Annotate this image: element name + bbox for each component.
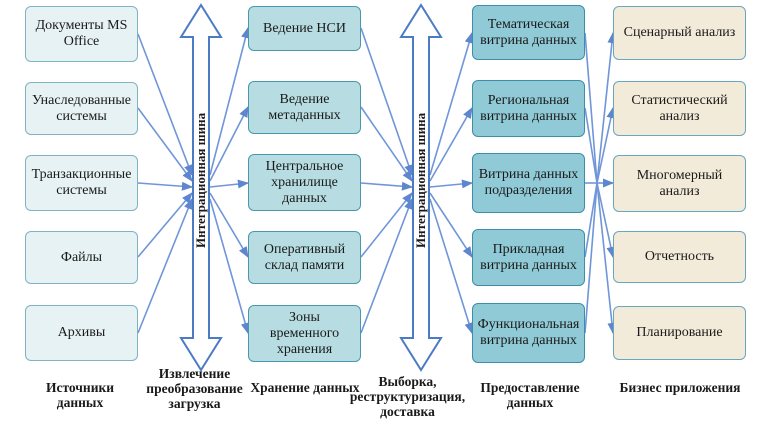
arrow-to-biz-4 [596, 182, 617, 335]
arrow-to-biz-3 [596, 182, 616, 259]
arrow-to-storage-0 [209, 26, 250, 176]
mart-link-1 [584, 107, 598, 184]
arrow-to-storage-3 [209, 192, 249, 258]
storage-box-central-dwh: Центральное хранилище данных [248, 154, 361, 211]
arrow-storage-out-1 [360, 106, 413, 182]
arrow-source-0 [137, 33, 193, 177]
arrow-to-storage-1 [209, 106, 249, 182]
mart-box-regional: Региональная витрина данных [472, 80, 585, 137]
arrow-to-storage-2 [209, 179, 250, 189]
arrow-to-mart-3 [429, 192, 473, 258]
bus-label-right: Интеграционная шина [413, 112, 428, 248]
mart-link-0 [584, 32, 598, 184]
storage-box-metadata: Ведение метаданных [248, 81, 361, 134]
arrow-to-storage-4 [209, 198, 250, 335]
arrow-to-mart-2 [429, 179, 474, 189]
mart-box-thematic: Тематическая витрина данных [472, 5, 585, 60]
arrow-to-mart-4 [429, 198, 474, 335]
integration-bus-left [179, 3, 223, 372]
arrow-source-4 [137, 197, 193, 334]
biz-box-planning: Планирование [613, 306, 746, 360]
storage-box-ods: Оперативный склад памяти [248, 231, 361, 284]
bus-label-left: Интеграционная шина [193, 112, 208, 248]
arrow-to-biz-1 [596, 106, 616, 184]
label-delivery: Предоставление данных [480, 380, 580, 410]
label-selection: Выборка, реструктуризация, доставка [349, 374, 466, 419]
storage-box-nsi: Ведение НСИ [248, 6, 361, 51]
arrow-source-3 [137, 192, 193, 258]
source-box-legacy: Унаследованные системы [25, 82, 138, 135]
mart-box-applied: Прикладная витрина данных [472, 229, 585, 286]
source-box-files: Файлы [25, 231, 138, 284]
arrow-storage-out-4 [360, 197, 413, 334]
arrow-storage-out-2 [360, 181, 414, 191]
arrow-storage-out-3 [360, 192, 413, 258]
mart-box-department: Витрина данных подразделения [472, 153, 585, 213]
biz-box-scenario: Сценарный анализ [613, 6, 746, 60]
label-sources: Источники данных [45, 380, 115, 410]
arrow-source-2 [137, 181, 194, 191]
source-box-archives: Архивы [25, 305, 138, 361]
arrow-to-mart-0 [429, 31, 474, 176]
mart-link-4 [584, 182, 598, 334]
mart-box-functional: Функциональная витрина данных [472, 303, 585, 363]
label-etl: Извлечение преобразование загрузка [146, 366, 243, 411]
arrow-storage-out-0 [360, 27, 413, 177]
source-box-transactional: Транзакционные системы [25, 155, 138, 211]
arrow-to-biz-0 [596, 31, 617, 184]
mart-link-3 [584, 182, 598, 258]
arrow-source-1 [137, 107, 193, 182]
label-business: Бизнес приложения [619, 380, 741, 395]
biz-box-olap: Многомерный анализ [613, 155, 746, 212]
arrow-to-mart-1 [429, 107, 473, 182]
biz-box-reporting: Отчетность [613, 231, 746, 283]
integration-bus-right [399, 3, 443, 372]
label-storage: Хранение данных [250, 380, 360, 395]
biz-box-statistical: Статистический анализ [613, 81, 746, 136]
storage-box-staging: Зоны временного хранения [248, 305, 361, 362]
source-box-ms-office: Документы MS Office [25, 6, 138, 62]
